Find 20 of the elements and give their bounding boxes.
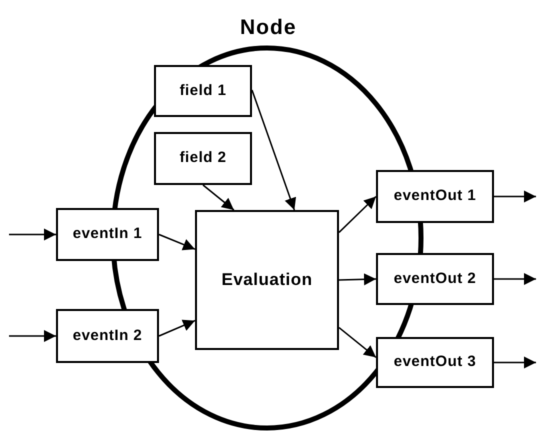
process-box: Evaluation	[195, 210, 339, 350]
arrow	[494, 190, 536, 202]
arrow	[494, 356, 536, 368]
arrow	[251, 90, 296, 210]
arrow	[338, 196, 377, 233]
arrow	[158, 234, 196, 250]
port-box: eventOut 3	[376, 337, 494, 388]
arrow	[338, 273, 376, 286]
port-box: eventOut 1	[376, 170, 494, 223]
arrow	[158, 320, 196, 337]
arrow	[9, 228, 56, 240]
port-box: field 2	[154, 132, 252, 185]
arrow	[338, 327, 376, 358]
arrow	[202, 184, 234, 211]
port-box: eventOut 2	[376, 253, 494, 305]
port-box: eventIn 2	[56, 309, 159, 363]
arrow	[494, 273, 536, 285]
port-box: eventIn 1	[56, 208, 159, 261]
node-title: Node	[240, 16, 296, 40]
arrow	[9, 330, 56, 342]
